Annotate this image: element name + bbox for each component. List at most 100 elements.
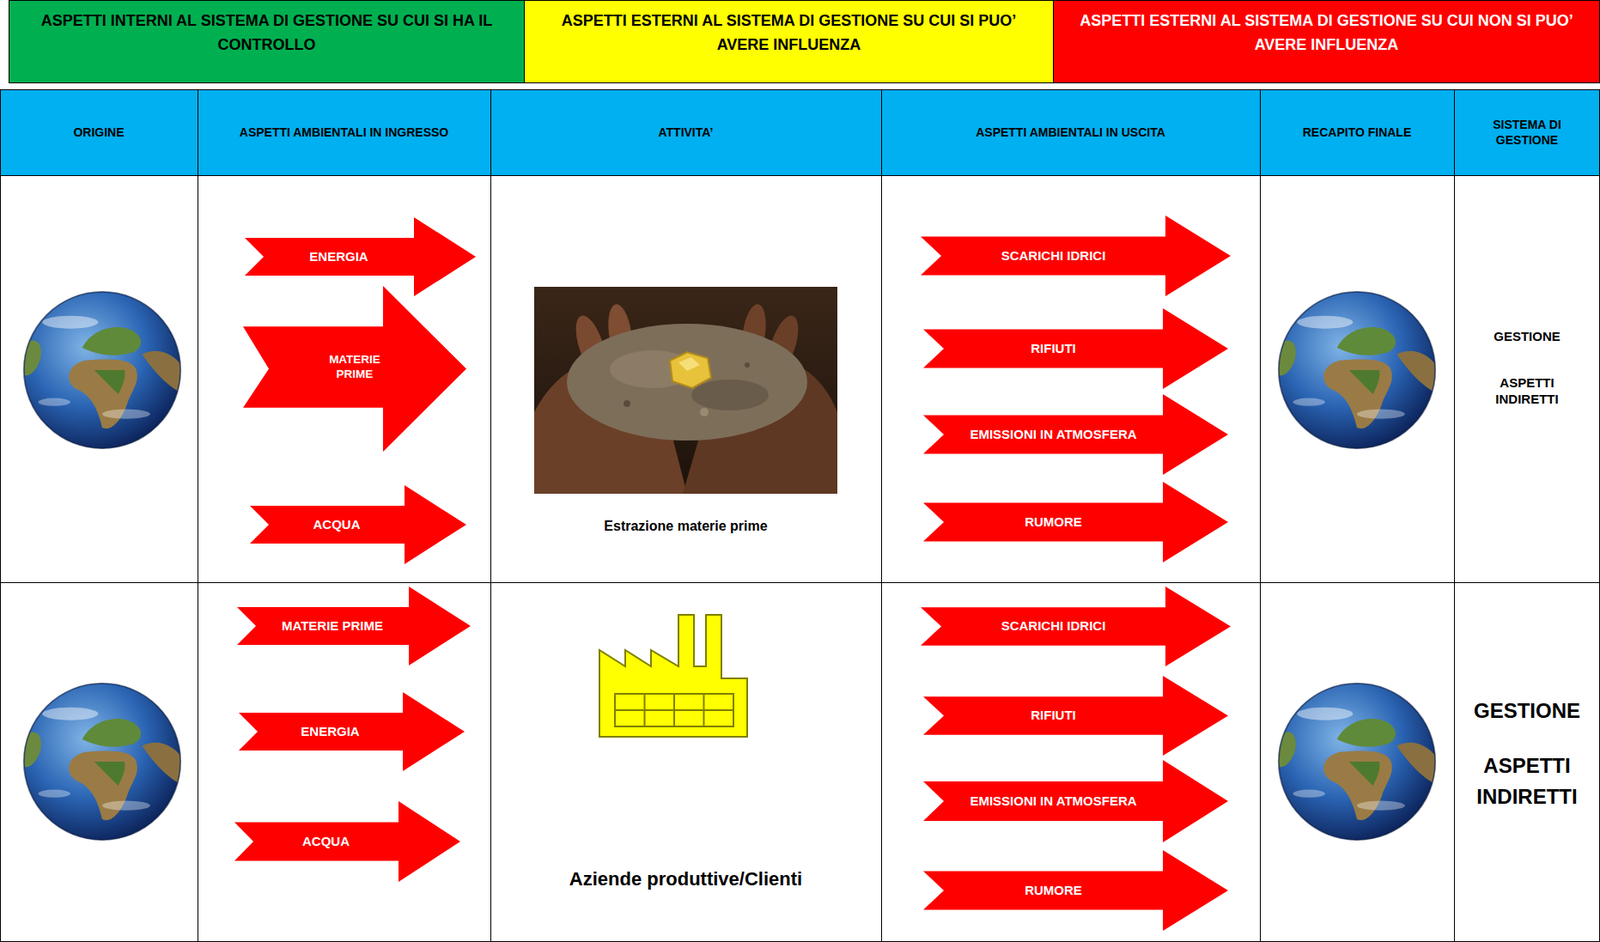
header-cell-text: ASPETTI AMBIENTALI IN USCITA <box>975 124 1166 140</box>
arrow-fill <box>923 481 1229 563</box>
arrow-node: RIFIUTI <box>923 675 1229 756</box>
table-rule <box>490 89 492 942</box>
arrow-label: RIFIUTI <box>1030 340 1077 358</box>
arrow-fill <box>920 586 1231 667</box>
arrow-node: EMISSIONI IN ATMOSFERA <box>923 394 1229 475</box>
arrow-text-area: SCARICHI IDRICI <box>943 236 1163 275</box>
arrow-node: EMISSIONI IN ATMOSFERA <box>923 760 1229 843</box>
legend-text: ASPETTI ESTERNI AL SISTEMA DI GESTIONE S… <box>1067 9 1586 58</box>
header-cell-text: ORIGINE <box>73 124 124 140</box>
arrow-node: SCARICHI IDRICI <box>920 586 1231 667</box>
legend-text: ASPETTI ESTERNI AL SISTEMA DI GESTIONE S… <box>538 9 1040 58</box>
arrow-fill <box>237 586 471 666</box>
table-rule <box>0 175 1600 177</box>
arrow-text-area: RIFIUTI <box>946 696 1161 736</box>
arrow-node: ACQUA <box>234 801 461 883</box>
arrow-text-area: MATERIE PRIME <box>311 326 398 408</box>
arrow-label: RIFIUTI <box>1030 707 1077 724</box>
table-rule <box>197 89 199 942</box>
header-cell-text-box: ORIGINE <box>0 89 198 176</box>
table-header-band <box>0 89 1600 176</box>
arrow-text-area: EMISSIONI IN ATMOSFERA <box>946 414 1161 454</box>
table-rule <box>0 582 1600 584</box>
arrow-fill <box>923 850 1229 931</box>
arrow-fill <box>249 485 467 565</box>
table-rule <box>1259 89 1261 942</box>
arrow-node: RUMORE <box>923 850 1229 931</box>
activity-caption-box: Aziende produttive/Clienti <box>490 860 882 899</box>
arrow-node: ACQUA <box>249 485 467 565</box>
arrow-node: RUMORE <box>923 481 1229 563</box>
arrow-text-area: RIFIUTI <box>946 328 1161 368</box>
arrow-label: ACQUA <box>302 833 350 851</box>
arrow-node: SCARICHI IDRICI <box>920 215 1231 297</box>
arrow-fill <box>923 675 1229 756</box>
management-note-box: ASPETTI INDIRETTI <box>1453 367 1600 414</box>
arrow-text-area: RUMORE <box>946 870 1161 910</box>
arrow-node: MATERIE PRIME <box>243 285 467 452</box>
arrow-text-area: ENERGIA <box>260 712 401 751</box>
arrow-node: RIFIUTI <box>923 308 1229 390</box>
arrow-label: RUMORE <box>1024 882 1083 900</box>
management-note-box: GESTIONE <box>1453 693 1600 729</box>
arrow-node: ENERGIA <box>244 217 476 297</box>
header-cell-text-box: ASPETTI AMBIENTALI IN USCITA <box>881 89 1260 176</box>
arrow-fill <box>920 215 1231 297</box>
management-note-box: GESTIONE <box>1453 322 1600 351</box>
activity-caption: Aziende produttive/Clienti <box>569 867 803 893</box>
arrow-fill <box>244 217 476 297</box>
arrow-label: SCARICHI IDRICI <box>1001 618 1107 635</box>
earth-globe <box>1277 292 1437 449</box>
arrow-fill <box>923 308 1229 390</box>
arrow-label: RUMORE <box>1024 514 1083 531</box>
legend-swatch: ASPETTI ESTERNI AL SISTEMA DI GESTIONE S… <box>523 0 1054 84</box>
arrow-text-area: SCARICHI IDRICI <box>943 607 1163 646</box>
arrow-label: MATERIE PRIME <box>281 618 384 635</box>
management-note: ASPETTI INDIRETTI <box>1466 750 1588 813</box>
earth-globe <box>22 683 183 840</box>
arrow-fill <box>234 801 461 883</box>
legend-swatch: ASPETTI ESTERNI AL SISTEMA DI GESTIONE S… <box>1052 0 1600 84</box>
arrow-text-area: ACQUA <box>255 821 396 861</box>
header-cell-text-box: ATTIVITA’ <box>490 89 882 176</box>
management-note-box: ASPETTI INDIRETTI <box>1453 742 1600 822</box>
earth-globe <box>1277 683 1437 840</box>
table-rule <box>881 89 883 942</box>
arrow-node: MATERIE PRIME <box>237 586 471 666</box>
arrow-text-area: EMISSIONI IN ATMOSFERA <box>946 781 1161 822</box>
arrow-label: ACQUA <box>313 517 361 534</box>
table-border <box>0 90 1600 942</box>
arrow-fill <box>238 692 465 772</box>
legend-text: ASPETTI INTERNI AL SISTEMA DI GESTIONE S… <box>23 9 511 58</box>
arrow-text-area: ENERGIA <box>266 237 412 276</box>
arrow-fill <box>243 285 467 452</box>
arrow-label: SCARICHI IDRICI <box>1001 248 1107 265</box>
table-rule <box>1453 89 1455 942</box>
arrow-label: ENERGIA <box>300 723 359 741</box>
arrow-label: EMISSIONI IN ATMOSFERA <box>969 793 1137 810</box>
management-note: GESTIONE <box>1473 697 1581 724</box>
arrow-fill <box>923 394 1229 475</box>
header-cell-text: RECAPITO FINALE <box>1302 124 1412 140</box>
activity-caption: Estrazione materie prime <box>603 517 767 536</box>
arrow-text-area: ACQUA <box>271 505 402 544</box>
arrow-label: ENERGIA <box>309 249 368 266</box>
header-cell-text-box: ASPETTI AMBIENTALI IN INGRESSO <box>197 89 491 176</box>
earth-globe <box>22 292 183 449</box>
activity-caption-box: Estrazione materie prime <box>490 510 882 543</box>
arrow-label: EMISSIONI IN ATMOSFERA <box>969 426 1137 444</box>
header-cell-text: ATTIVITA’ <box>657 124 713 140</box>
factory-icon <box>599 614 748 737</box>
header-cell-text-box: RECAPITO FINALE <box>1259 89 1454 176</box>
management-note: ASPETTI INDIRETTI <box>1479 374 1575 408</box>
mining-photo <box>534 286 838 494</box>
arrow-label: MATERIE PRIME <box>311 352 398 383</box>
arrow-text-area: MATERIE PRIME <box>258 607 407 645</box>
arrow-fill <box>923 760 1229 843</box>
header-cell-text: SISTEMA DI GESTIONE <box>1475 116 1579 148</box>
arrow-node: ENERGIA <box>238 692 465 772</box>
arrow-text-area: RUMORE <box>946 502 1161 542</box>
header-cell-text-box: SISTEMA DI GESTIONE <box>1453 89 1600 176</box>
header-cell-text: ASPETTI AMBIENTALI IN INGRESSO <box>239 124 449 140</box>
